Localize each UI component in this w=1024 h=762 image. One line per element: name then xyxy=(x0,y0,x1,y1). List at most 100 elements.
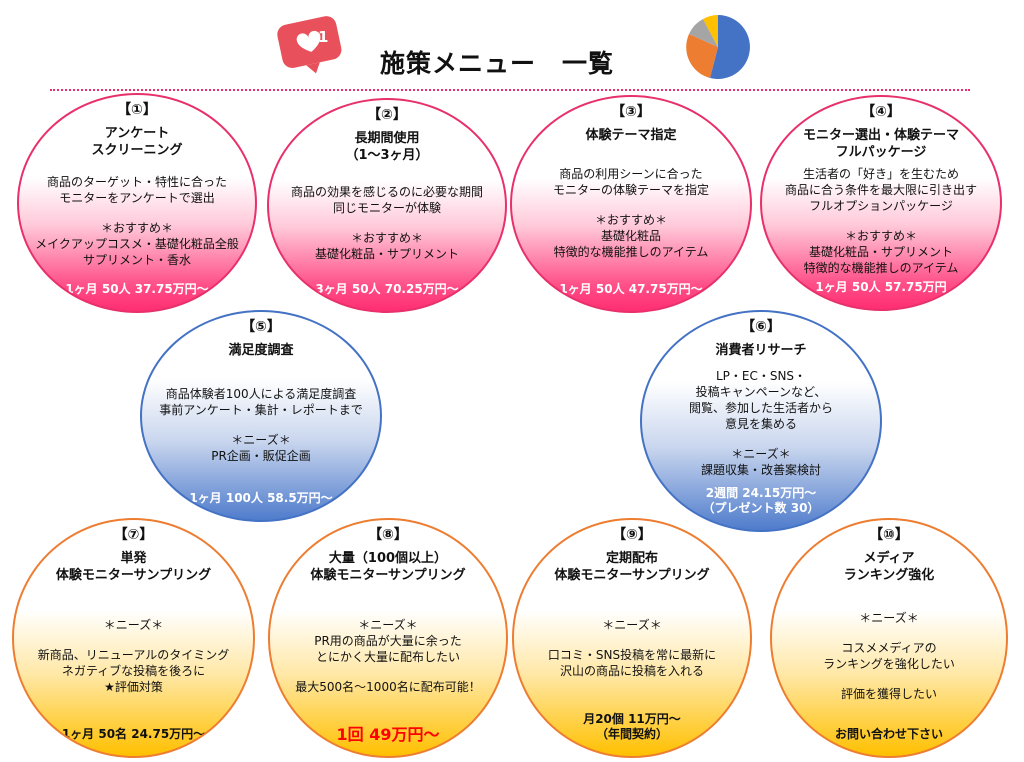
item-title-line: ランキング強化 xyxy=(843,568,935,583)
description-line: 商品の利用シーンに合った xyxy=(559,167,703,181)
item-title-line: モニター選出・体験テーマ xyxy=(802,128,959,143)
description-line: 商品の効果を感じるのに必要な期間 xyxy=(290,185,483,199)
description-group: ＊ニーズ＊ xyxy=(38,617,229,633)
item-title-line: 長期間使用 xyxy=(354,131,420,146)
price-line: 1回 49万円～ xyxy=(336,725,440,744)
description-line: 基礎化粧品・サプリメント xyxy=(314,247,459,261)
description-group: ＊おすすめ＊基礎化粧品特徴的な機能推しのアイテム xyxy=(553,212,709,260)
menu-item-2: 【②】長期間使用（1～3ヶ月）商品の効果を感じるのに必要な期間同じモニターが体験… xyxy=(267,98,507,313)
description-line: ランキングを強化したい xyxy=(823,656,955,671)
description-line: ＊ニーズ＊ xyxy=(602,618,662,632)
item-title-line: 消費者リサーチ xyxy=(715,343,807,358)
item-description: ＊ニーズ＊コスメメディアのランキングを強化したい評価を獲得したい xyxy=(823,610,955,702)
item-description: 商品体験者100人による満足度調査事前アンケート・集計・レポートまで＊ニーズ＊P… xyxy=(159,386,363,464)
description-line: モニターをアンケートで選出 xyxy=(59,190,215,205)
description-line: モニターの体験テーマを指定 xyxy=(552,183,709,197)
menu-item-5: 【⑤】満足度調査商品体験者100人による満足度調査事前アンケート・集計・レポート… xyxy=(140,310,382,522)
description-group: 商品のターゲット・特性に合ったモニターをアンケートで選出 xyxy=(35,174,239,206)
description-line: ＊ニーズ＊ xyxy=(358,617,418,632)
description-line: 商品のターゲット・特性に合った xyxy=(46,174,227,189)
item-title-line: メディア xyxy=(863,551,915,566)
price-line: お問い合わせ下さい xyxy=(834,727,943,741)
item-title-line: 体験テーマ指定 xyxy=(585,128,677,143)
item-title-line: スクリーニング xyxy=(91,143,183,158)
divider xyxy=(50,89,970,91)
description-line: 事前アンケート・集計・レポートまで xyxy=(159,403,363,417)
item-description: 商品のターゲット・特性に合ったモニターをアンケートで選出＊おすすめ＊メイクアップ… xyxy=(35,174,239,268)
item-title: 定期配布体験モニターサンプリング xyxy=(554,550,709,584)
menu-item-9: 【⑨】定期配布体験モニターサンプリング＊ニーズ＊口コミ・SNS投稿を常に最新に沢… xyxy=(512,518,752,758)
item-title: 単発体験モニターサンプリング xyxy=(56,550,211,584)
description-line: ＊ニーズ＊ xyxy=(731,446,791,461)
description-group: 生活者の「好き」を生むため商品に合う条件を最大限に引き出すフルオプションパッケー… xyxy=(785,166,977,214)
description-line: PR用の商品が大量に余った xyxy=(314,633,462,648)
price-line: 1ヶ月 50人 37.75万円～ xyxy=(65,282,209,296)
description-group: コスメメディアのランキングを強化したい xyxy=(823,640,955,672)
description-line: 閲覧、参加した生活者から xyxy=(688,400,833,415)
description-line: ＊ニーズ＊ xyxy=(231,433,291,447)
description-line: 同じモニターが体験 xyxy=(332,201,441,215)
item-number: 【④】 xyxy=(861,104,901,120)
description-line: 沢山の商品に投稿を入れる xyxy=(559,664,704,678)
description-line: ＊ニーズ＊ xyxy=(859,610,919,625)
description-line: 課題収集・改善案検討 xyxy=(700,462,821,477)
price-line: （年間契約） xyxy=(595,727,668,741)
description-group: 商品の利用シーンに合ったモニターの体験テーマを指定 xyxy=(553,166,709,198)
description-group: LP・EC・SNS・投稿キャンペーンなど、閲覧、参加した生活者から意見を集める xyxy=(689,368,833,432)
item-title-line: （1～3ヶ月） xyxy=(345,148,429,163)
menu-item-1: 【①】アンケートスクリーニング商品のターゲット・特性に合ったモニターをアンケート… xyxy=(17,93,257,313)
description-line: ＊おすすめ＊ xyxy=(350,231,423,245)
description-line: 投稿キャンペーンなど、 xyxy=(695,384,827,399)
price-line: 2週間 24.15万円～ xyxy=(705,486,817,500)
item-price: お問い合わせ下さい xyxy=(835,727,943,742)
description-line: 生活者の「好き」を生むため xyxy=(802,166,959,181)
item-price: 月20個 11万円～（年間契約） xyxy=(583,712,681,742)
item-description: 商品の効果を感じるのに必要な期間同じモニターが体験 ＊おすすめ＊ 基礎化粧品・サプリ… xyxy=(291,184,483,262)
item-price: 1ヶ月 50人 57.75万円 xyxy=(815,280,946,295)
description-line: 新商品、リニューアルのタイミング xyxy=(37,647,230,662)
item-number: 【⑩】 xyxy=(869,527,909,543)
item-description: ＊ニーズ＊ 口コミ・SNS投稿を常に最新に沢山の商品に投稿を入れる xyxy=(548,617,716,679)
item-description: ＊ニーズ＊ 新商品、リニューアルのタイミングネガティブな投稿を後ろに★評価対策 xyxy=(38,617,229,695)
description-group: ＊おすすめ＊ 基礎化粧品・サプリメント xyxy=(291,230,483,262)
description-group: 商品体験者100人による満足度調査事前アンケート・集計・レポートまで xyxy=(159,386,363,418)
page-title: 施策メニュー 一覧 xyxy=(380,49,615,78)
description-group: ＊おすすめ＊基礎化粧品・サプリメント特徴的な機能推しのアイテム xyxy=(785,228,977,276)
description-line: とにかく大量に配布したい xyxy=(315,649,460,664)
description-line: 口コミ・SNS投稿を常に最新に xyxy=(547,648,717,662)
description-group: 口コミ・SNS投稿を常に最新に沢山の商品に投稿を入れる xyxy=(548,647,716,679)
item-title: 大量（100個以上）体験モニターサンプリング xyxy=(310,550,465,584)
item-number: 【⑧】 xyxy=(368,527,408,543)
price-line: 1ヶ月 50人 47.75万円～ xyxy=(559,282,703,296)
price-line: 1ヶ月 50人 57.75万円 xyxy=(815,280,947,294)
menu-item-4: 【④】モニター選出・体験テーマフルパッケージ生活者の「好き」を生むため商品に合う… xyxy=(760,95,1002,311)
description-line: 商品体験者100人による満足度調査 xyxy=(165,387,357,401)
item-title-line: 体験モニターサンプリング xyxy=(310,568,466,583)
description-line: ＊おすすめ＊ xyxy=(844,228,917,243)
description-line: 意見を集める xyxy=(724,416,797,431)
description-group: ＊ニーズ＊ xyxy=(548,617,716,633)
description-line: ＊おすすめ＊ xyxy=(100,220,173,235)
price-line: （プレゼント数 30） xyxy=(702,501,820,515)
item-price: 3ヶ月 50人 70.25万円～ xyxy=(315,282,458,297)
description-group: ＊ニーズ＊ xyxy=(823,610,955,626)
price-line: 1ヶ月 50名 24.75万円～ xyxy=(61,727,206,741)
item-title-line: 体験モニターサンプリング xyxy=(554,568,710,583)
description-group: 新商品、リニューアルのタイミングネガティブな投稿を後ろに★評価対策 xyxy=(38,647,229,695)
like-notification-icon: 1 xyxy=(272,14,348,76)
item-description: ＊ニーズ＊PR用の商品が大量に余ったとにかく大量に配布したい最大500名～100… xyxy=(295,617,480,695)
item-number: 【③】 xyxy=(611,104,651,120)
item-title: 満足度調査 xyxy=(228,342,293,359)
description-line: ＊ニーズ＊ xyxy=(103,617,164,632)
menu-item-8: 【⑧】大量（100個以上）体験モニターサンプリング ＊ニーズ＊PR用の商品が大量に… xyxy=(268,518,508,758)
item-price: 1ヶ月 50人 47.75万円～ xyxy=(559,282,702,297)
like-count: 1 xyxy=(318,28,329,46)
item-title-line: フルパッケージ xyxy=(835,145,927,160)
item-title: 長期間使用 （1～3ヶ月） xyxy=(345,130,428,164)
description-line: コスメメディアの xyxy=(841,640,937,655)
price-line: 月20個 11万円～ xyxy=(583,712,681,726)
item-title: モニター選出・体験テーマフルパッケージ xyxy=(803,127,959,161)
description-group: ＊ニーズ＊課題収集・改善案検討 xyxy=(689,446,833,478)
menu-item-3: 【③】体験テーマ指定商品の利用シーンに合ったモニターの体験テーマを指定 ＊おすすめ… xyxy=(510,95,752,313)
